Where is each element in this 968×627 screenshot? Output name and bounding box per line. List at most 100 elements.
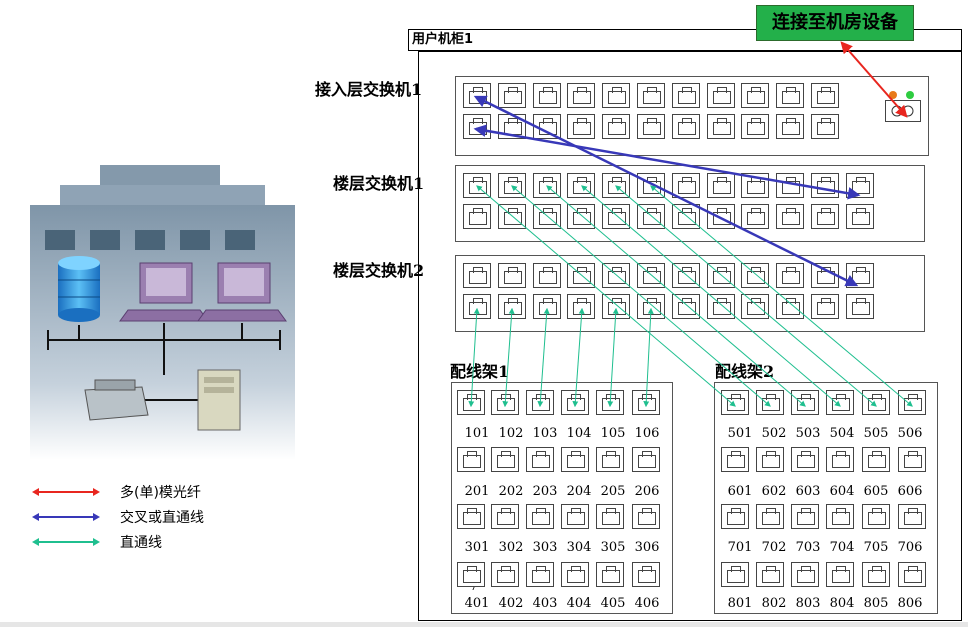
fs1-port[interactable] — [602, 173, 631, 198]
fs1-port[interactable] — [637, 204, 665, 229]
patch-panel-1-port[interactable] — [596, 447, 624, 472]
patch-panel-2-port[interactable] — [898, 504, 926, 529]
patch-panel-1-port[interactable] — [491, 390, 519, 415]
patch-panel-2-port[interactable] — [756, 447, 784, 472]
fs2-port[interactable] — [463, 294, 491, 319]
fs1-port[interactable] — [776, 204, 805, 229]
fs2-port[interactable] — [706, 263, 735, 288]
patch-panel-1-port[interactable] — [526, 504, 554, 529]
fs1-port[interactable] — [776, 173, 805, 198]
patch-panel-2-port[interactable] — [862, 390, 890, 415]
patch-panel-1-port[interactable] — [561, 390, 589, 415]
access-port[interactable] — [776, 83, 805, 108]
patch-panel-1-port[interactable] — [632, 447, 660, 472]
access-port[interactable] — [776, 114, 805, 139]
access-port[interactable] — [532, 83, 561, 108]
fs1-port[interactable] — [532, 204, 561, 229]
fs2-port[interactable] — [602, 263, 631, 288]
access-port[interactable] — [567, 83, 596, 108]
fs2-port[interactable] — [497, 263, 526, 288]
patch-panel-1-port[interactable] — [526, 390, 554, 415]
fs1-port[interactable] — [845, 173, 874, 198]
patch-panel-2-port[interactable] — [898, 390, 926, 415]
fs2-port[interactable] — [463, 263, 491, 288]
patch-panel-2-port[interactable] — [898, 447, 926, 472]
fs2-port[interactable] — [637, 263, 665, 288]
patch-panel-2-port[interactable] — [826, 504, 854, 529]
fs2-port[interactable] — [811, 263, 839, 288]
access-port[interactable] — [741, 114, 770, 139]
patch-panel-1-port[interactable] — [526, 562, 554, 587]
access-port[interactable] — [602, 83, 631, 108]
access-port[interactable] — [602, 114, 631, 139]
patch-panel-2-port[interactable] — [791, 390, 819, 415]
patch-panel-2-port[interactable] — [826, 447, 854, 472]
fs2-port[interactable] — [741, 263, 770, 288]
patch-panel-1-port[interactable] — [491, 562, 519, 587]
fs1-port[interactable] — [741, 204, 770, 229]
access-port[interactable] — [811, 83, 839, 108]
fs2-port[interactable] — [776, 263, 805, 288]
patch-panel-2-port[interactable] — [898, 562, 926, 587]
fs1-port[interactable] — [567, 173, 596, 198]
access-port[interactable] — [706, 83, 735, 108]
patch-panel-1-port[interactable] — [596, 562, 624, 587]
fs2-port[interactable] — [845, 263, 874, 288]
patch-panel-1-port[interactable] — [561, 504, 589, 529]
patch-panel-2-port[interactable] — [791, 504, 819, 529]
fs2-port[interactable] — [706, 294, 735, 319]
patch-panel-1-port[interactable] — [632, 504, 660, 529]
fs1-port[interactable] — [497, 204, 526, 229]
fs2-port[interactable] — [567, 263, 596, 288]
fs2-port[interactable] — [497, 294, 526, 319]
fs2-port[interactable] — [671, 294, 700, 319]
fs1-port[interactable] — [567, 204, 596, 229]
patch-panel-1-port[interactable] — [457, 562, 485, 587]
access-port[interactable] — [567, 114, 596, 139]
fs1-port[interactable] — [463, 173, 491, 198]
fs1-port[interactable] — [706, 173, 735, 198]
fs2-port[interactable] — [776, 294, 805, 319]
fs2-port[interactable] — [532, 263, 561, 288]
fs1-port[interactable] — [637, 173, 665, 198]
patch-panel-1-port[interactable] — [632, 390, 660, 415]
patch-panel-1-port[interactable] — [457, 390, 485, 415]
patch-panel-2-port[interactable] — [791, 562, 819, 587]
patch-panel-2-port[interactable] — [721, 504, 749, 529]
fs1-port[interactable] — [497, 173, 526, 198]
patch-panel-2-port[interactable] — [862, 562, 890, 587]
access-port[interactable] — [671, 83, 700, 108]
fs1-port[interactable] — [845, 204, 874, 229]
patch-panel-1-port[interactable] — [596, 504, 624, 529]
patch-panel-2-port[interactable] — [721, 447, 749, 472]
access-port[interactable] — [637, 83, 665, 108]
patch-panel-2-port[interactable] — [826, 562, 854, 587]
patch-panel-1-port[interactable] — [596, 390, 624, 415]
fs2-port[interactable] — [845, 294, 874, 319]
patch-panel-2-port[interactable] — [862, 447, 890, 472]
patch-panel-2-port[interactable] — [756, 504, 784, 529]
fs1-port[interactable] — [706, 204, 735, 229]
fs2-port[interactable] — [637, 294, 665, 319]
access-port[interactable] — [637, 114, 665, 139]
access-port[interactable] — [463, 83, 491, 108]
access-port[interactable] — [706, 114, 735, 139]
patch-panel-1-port[interactable] — [491, 504, 519, 529]
fs1-port[interactable] — [463, 204, 491, 229]
access-port[interactable] — [497, 114, 526, 139]
fs1-port[interactable] — [671, 204, 700, 229]
patch-panel-1-port[interactable] — [457, 504, 485, 529]
access-port[interactable] — [497, 83, 526, 108]
patch-panel-1-port[interactable] — [491, 447, 519, 472]
patch-panel-1-port[interactable] — [457, 447, 485, 472]
access-port[interactable] — [741, 83, 770, 108]
patch-panel-1-port[interactable] — [561, 447, 589, 472]
fs1-port[interactable] — [532, 173, 561, 198]
fs1-port[interactable] — [811, 173, 839, 198]
fs2-port[interactable] — [567, 294, 596, 319]
patch-panel-2-port[interactable] — [721, 390, 749, 415]
patch-panel-2-port[interactable] — [721, 562, 749, 587]
fs1-port[interactable] — [602, 204, 631, 229]
fs2-port[interactable] — [811, 294, 839, 319]
fs2-port[interactable] — [741, 294, 770, 319]
